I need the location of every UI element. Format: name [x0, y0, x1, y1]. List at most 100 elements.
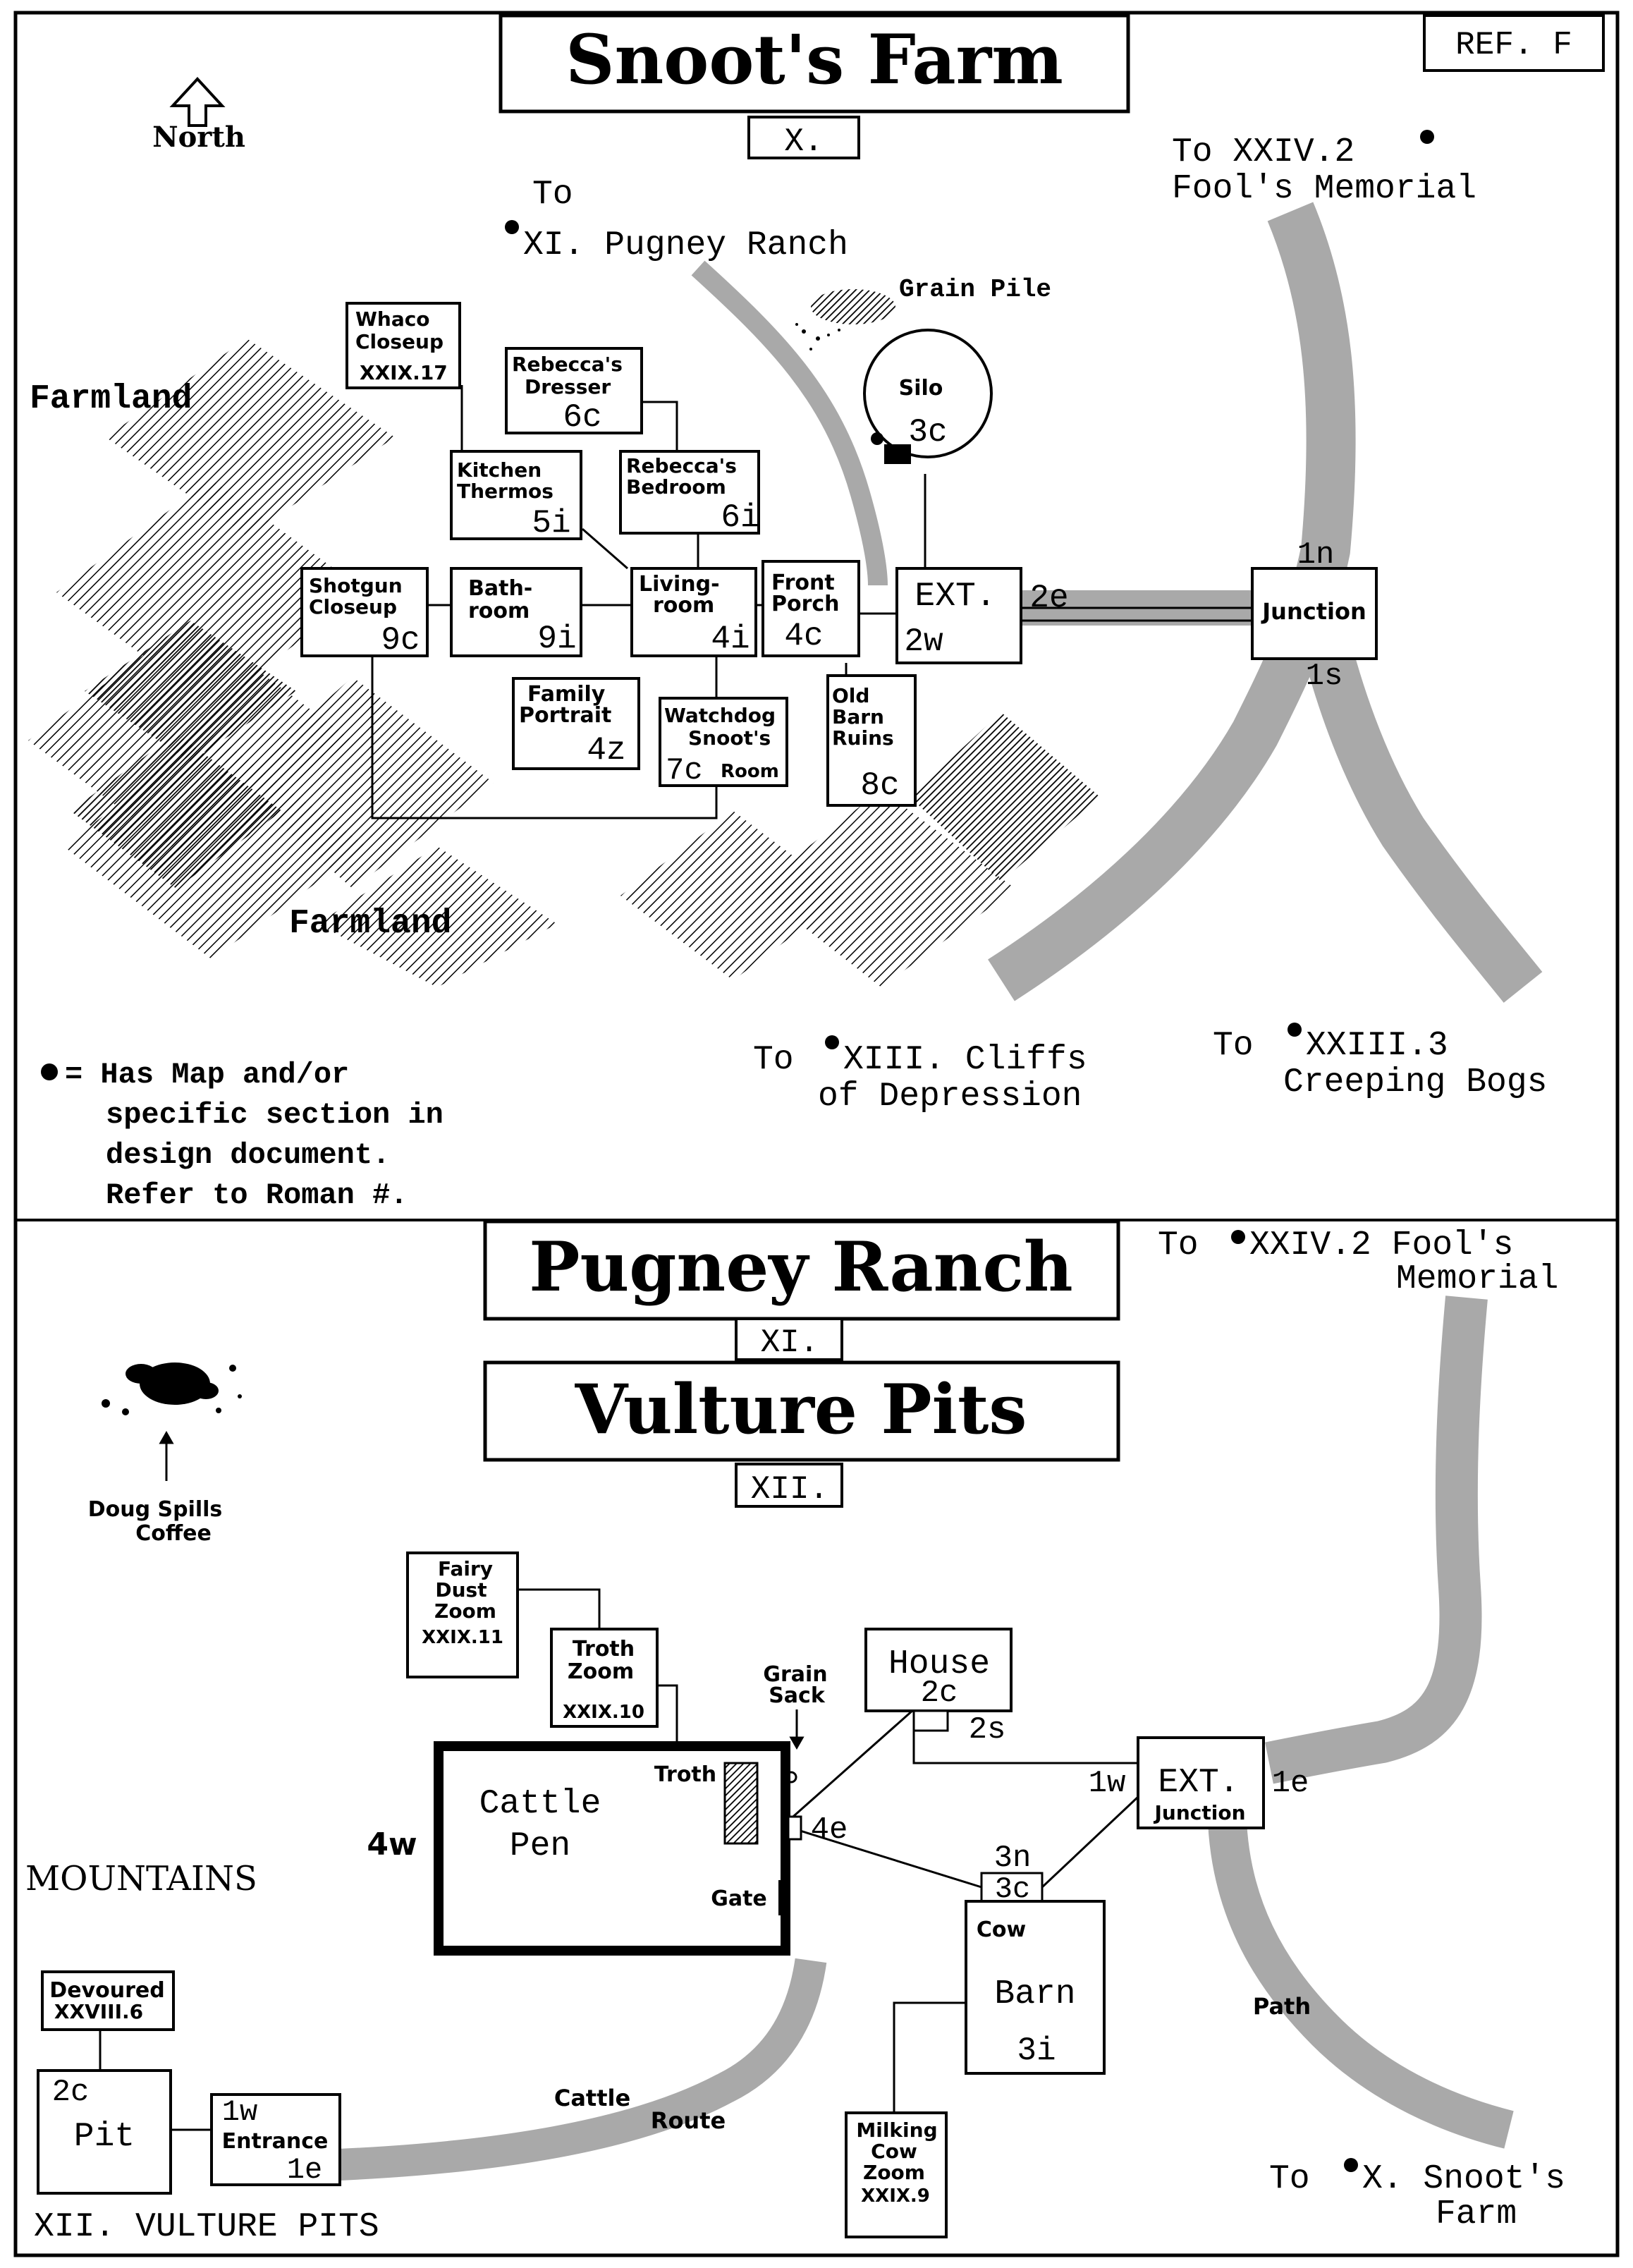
- milking-code: XXIX.9: [861, 2185, 930, 2207]
- room-portrait[interactable]: Family Portrait 4z: [512, 677, 640, 770]
- bedroom-l2: Bedroom: [626, 475, 726, 499]
- grain-sack-a: Grain: [763, 1662, 827, 1687]
- oldbarn-code: 8c: [860, 767, 899, 804]
- oldbarn-l3: Ruins: [832, 726, 894, 750]
- to-snoots-to: To: [1269, 2160, 1310, 2198]
- barn-n: 3n: [994, 1841, 1032, 1876]
- room-bedroom[interactable]: Rebecca's Bedroom 6i: [619, 450, 760, 536]
- to-bogs-c: Creeping Bogs: [1283, 1063, 1547, 1102]
- cattle-route-a: Cattle: [554, 2085, 630, 2111]
- to-fools-a: To XXIV.2: [1172, 133, 1354, 171]
- fairy-l3: Zoom: [434, 1599, 496, 1623]
- pen-l1: Cattle: [479, 1785, 601, 1823]
- cattle-pen[interactable]: Cattle Pen Troth Gate: [434, 1741, 790, 1956]
- dresser-l2: Dresser: [525, 375, 611, 398]
- room-barn[interactable]: Cow Barn 3i: [965, 1900, 1106, 2075]
- entrance-e: 1e: [287, 2153, 322, 2187]
- room-fairy[interactable]: Fairy Dust Zoom XXIX.11: [406, 1551, 519, 1678]
- silo-code: 3c: [908, 414, 947, 451]
- footer-label: XII. VULTURE PITS: [34, 2208, 379, 2246]
- junction-s: 1s: [1306, 659, 1343, 694]
- porch-code: 4c: [784, 618, 823, 654]
- kitchen-l1: Kitchen: [457, 458, 542, 482]
- fairy-code: XXIX.11: [422, 1627, 503, 1648]
- whaco-l1: Whaco: [355, 307, 430, 331]
- silo-circle[interactable]: [863, 329, 993, 458]
- oldbarn-l2: Barn: [832, 705, 884, 728]
- shotgun-l1: Shotgun: [309, 574, 403, 597]
- vulture-roman: XII.: [751, 1471, 828, 1508]
- junction-box[interactable]: [1251, 567, 1378, 660]
- pen-gate: Gate: [711, 1886, 767, 1911]
- room-porch[interactable]: Front Porch 4c: [762, 560, 860, 657]
- map-marker-icon: [1231, 1230, 1245, 1244]
- bath-l2: room: [468, 599, 530, 623]
- legend-line-3: design document.: [106, 1138, 390, 1172]
- farmland-hatching: [28, 339, 1100, 987]
- watchdog-l2: Snoot's: [688, 726, 771, 750]
- pen-troth: Troth: [654, 1762, 716, 1787]
- room-living[interactable]: Living- room 4i: [630, 567, 757, 657]
- map-marker-icon: [1288, 1023, 1302, 1037]
- farmland-label-2: Farmland: [289, 905, 451, 943]
- room-kitchen[interactable]: Kitchen Thermos 5i: [450, 450, 582, 542]
- room-troth-zoom[interactable]: Troth Zoom XXIX.10: [550, 1628, 659, 1728]
- room-milking[interactable]: Milking Cow Zoom XXIX.9: [845, 2111, 948, 2238]
- whaco-code: XXIX.17: [360, 361, 448, 384]
- to-snoots-b: X. Snoot's: [1362, 2160, 1565, 2198]
- doug-label-b: Coffee: [135, 1521, 212, 1546]
- pugney-roman-box: [735, 1317, 843, 1361]
- silo-door: [884, 444, 911, 464]
- coffee-spill-icon: [102, 1362, 242, 1415]
- ext-w-bottom: 1w: [1089, 1766, 1126, 1801]
- room-connectors-top: [371, 385, 1252, 819]
- junction-n: 1n: [1297, 537, 1335, 573]
- house-door: [912, 1709, 949, 1732]
- gate-notch: [778, 1880, 790, 1915]
- barn-cow: Cow: [977, 1918, 1026, 1942]
- vulture-title-box: [483, 1360, 1120, 1462]
- devoured-l1: Devoured: [49, 1978, 164, 2003]
- room-entrance[interactable]: 1w Entrance 1e: [210, 2093, 341, 2187]
- pit-code: 2c: [52, 2075, 90, 2110]
- pugney-roman: XI.: [761, 1324, 819, 1361]
- room-dresser[interactable]: Rebecca's Dresser 6c: [505, 347, 643, 436]
- to-bogs-b: XXIII.3: [1306, 1027, 1448, 1065]
- ext-e-bottom: 1e: [1272, 1766, 1309, 1801]
- room-oldbarn[interactable]: Old Barn Ruins 8c: [826, 674, 917, 807]
- room-pit[interactable]: 2c Pit: [37, 2069, 172, 2195]
- room-whaco[interactable]: Whaco Closeup XXIX.17: [345, 302, 461, 389]
- portrait-code: 4z: [587, 732, 625, 769]
- watchdog-l3: Room: [721, 761, 779, 782]
- map-marker-icon: [505, 220, 519, 234]
- to-cliffs-b: XIII. Cliffs: [843, 1041, 1087, 1079]
- troth-zoom-l1: Troth: [573, 1637, 635, 1662]
- room-bath[interactable]: Bath- room 9i: [450, 567, 582, 657]
- ref-label: REF. F: [1455, 27, 1572, 63]
- grain-sack-b: Sack: [769, 1683, 826, 1708]
- living-code: 4i: [711, 621, 750, 657]
- ext-sub-bottom: Junction: [1153, 1801, 1245, 1824]
- ext-box-top[interactable]: [895, 567, 1022, 664]
- room-house[interactable]: House 2c: [864, 1628, 1013, 1712]
- house-name: House: [888, 1645, 990, 1683]
- room-devoured[interactable]: Devoured XXVIII.6: [41, 1970, 175, 2031]
- portrait-l2: Portrait: [519, 703, 611, 728]
- ext-junction-bottom[interactable]: EXT. Junction: [1137, 1736, 1265, 1829]
- grain-pile-label: Grain Pile: [899, 275, 1051, 304]
- bath-l1: Bath-: [468, 576, 532, 601]
- entrance-w: 1w: [222, 2095, 257, 2129]
- room-shotgun[interactable]: Shotgun Closeup 9c: [300, 567, 429, 659]
- map-marker-icon: [1420, 130, 1434, 144]
- junction-name: Junction: [1261, 598, 1366, 625]
- legend-line-4: Refer to Roman #.: [106, 1178, 408, 1212]
- to-fools-b: Fool's Memorial: [1172, 170, 1476, 208]
- milking-l1: Milking: [856, 2118, 937, 2142]
- b-to-fools-b: XXIV.2 Fool's: [1249, 1226, 1513, 1264]
- grain-pile: [811, 289, 895, 324]
- room-watchdog[interactable]: Watchdog Snoot's 7c Room: [659, 697, 788, 788]
- vulture-title: Vulture Pits: [575, 1370, 1027, 1449]
- to-pugney-to: To: [532, 176, 573, 214]
- oldbarn-l1: Old: [832, 684, 869, 707]
